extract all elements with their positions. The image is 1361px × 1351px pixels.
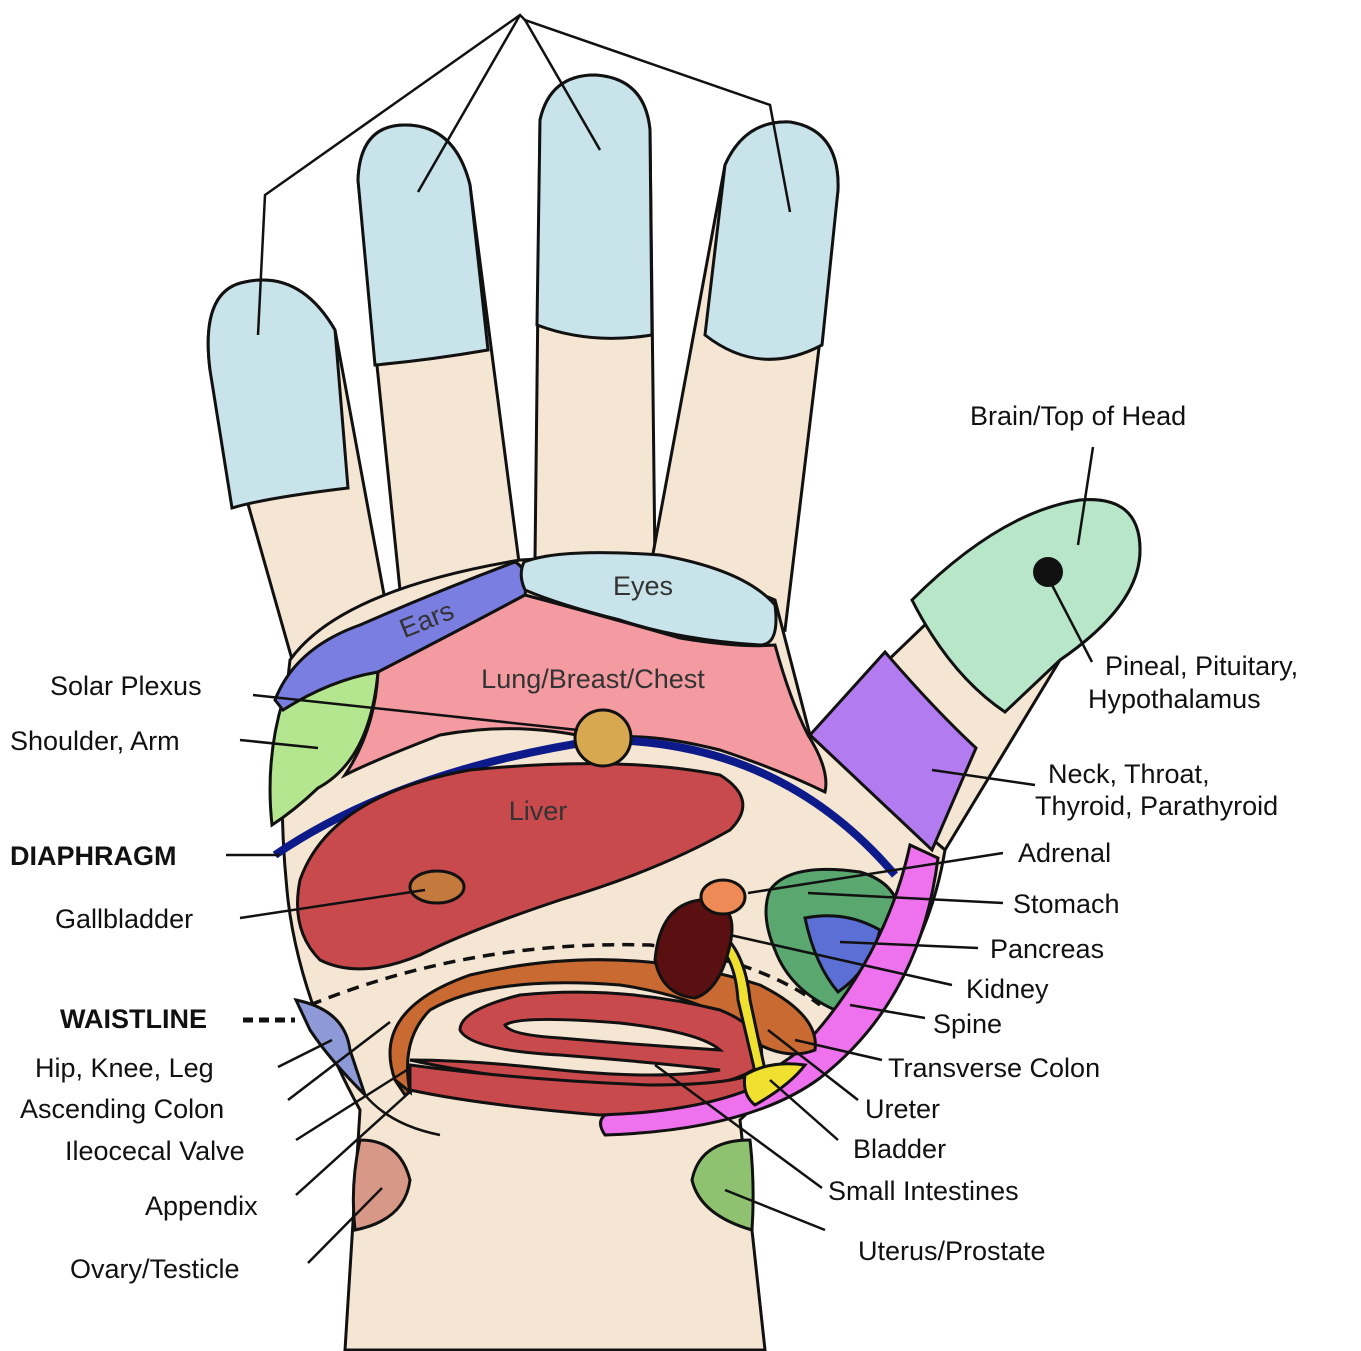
kidney-label: Kidney [966, 974, 1049, 1004]
adrenal-label: Adrenal [1018, 838, 1111, 868]
ascending-colon-label: Ascending Colon [20, 1094, 224, 1124]
shoulder-label: Shoulder, Arm [10, 726, 180, 756]
adrenal-zone [701, 880, 745, 914]
pineal-label-1: Pineal, Pituitary, [1105, 651, 1298, 681]
transverse-colon-label: Transverse Colon [888, 1053, 1100, 1083]
waistline-label: WAISTLINE [60, 1004, 207, 1034]
hip-label: Hip, Knee, Leg [35, 1053, 214, 1083]
bladder-label: Bladder [853, 1134, 946, 1164]
pineal-point [1033, 557, 1063, 587]
gallbladder-zone [410, 871, 464, 903]
spine-label: Spine [933, 1009, 1002, 1039]
brain-label: Brain/Top of Head [970, 401, 1186, 431]
stomach-label: Stomach [1013, 889, 1120, 919]
uterus-label: Uterus/Prostate [858, 1236, 1046, 1266]
neck-label-2: Thyroid, Parathyroid [1035, 791, 1278, 821]
solar-plexus-label: Solar Plexus [50, 671, 202, 701]
eyes-label: Eyes [613, 571, 673, 601]
ovary-label: Ovary/Testicle [70, 1254, 240, 1284]
gallbladder-label: Gallbladder [55, 904, 193, 934]
solar-plexus-point [575, 710, 631, 766]
ureter-label: Ureter [865, 1094, 940, 1124]
small-intestines-label: Small Intestines [828, 1176, 1019, 1206]
ileocecal-label: Ileocecal Valve [65, 1136, 245, 1166]
pancreas-label: Pancreas [990, 934, 1104, 964]
appendix-label: Appendix [145, 1191, 258, 1221]
neck-label-1: Neck, Throat, [1048, 759, 1210, 789]
diaphragm-label: DIAPHRAGM [10, 841, 177, 871]
liver-label: Liver [509, 796, 568, 826]
lung-label: Lung/Breast/Chest [481, 664, 705, 694]
pineal-label-2: Hypothalamus [1088, 684, 1261, 714]
